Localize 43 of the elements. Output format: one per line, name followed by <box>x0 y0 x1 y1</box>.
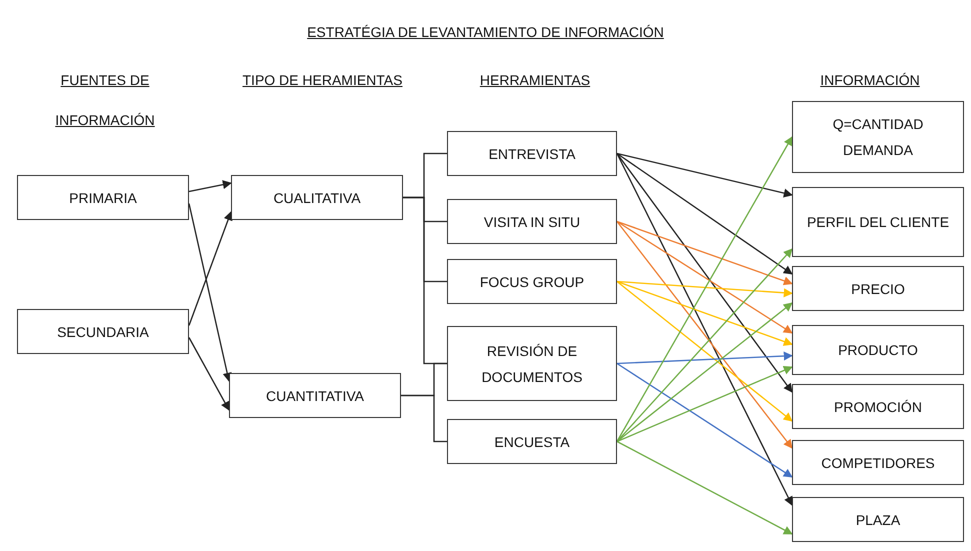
process-box: PROMOCIÓN <box>792 384 964 429</box>
process-box: PRODUCTO <box>792 325 964 375</box>
arrow <box>616 362 793 478</box>
arrow <box>616 153 793 506</box>
arrow <box>188 211 232 326</box>
process-box: ENCUESTA <box>447 419 617 464</box>
arrow <box>616 351 793 364</box>
process-box: FOCUS GROUP <box>447 259 617 304</box>
arrow <box>616 280 793 298</box>
process-box: SECUNDARIA <box>17 309 189 354</box>
process-box: REVISIÓN DE DOCUMENTOS <box>447 326 617 401</box>
column-heading: INFORMACIÓN <box>819 71 921 90</box>
arrow <box>188 337 230 411</box>
process-box: PERFIL DEL CLIENTE <box>792 187 964 257</box>
arrow <box>616 302 793 442</box>
arrow <box>616 281 793 422</box>
arrow <box>616 220 793 286</box>
process-box: PRIMARIA <box>17 175 189 220</box>
process-box: COMPETIDORES <box>792 440 964 485</box>
process-box: CUALITATIVA <box>231 175 403 220</box>
arrow <box>616 221 793 449</box>
arrow <box>616 440 793 535</box>
arrow <box>616 152 793 198</box>
arrow <box>616 152 793 275</box>
arrow <box>616 366 793 442</box>
diagram-title: ESTRATÉGIA DE LEVANTAMIENTO DE INFORMACIÓN <box>306 24 665 40</box>
process-box: PLAZA <box>792 497 964 542</box>
process-box: ENTREVISTA <box>447 131 617 176</box>
process-box: VISITA IN SITU <box>447 199 617 244</box>
connector-line <box>401 394 447 442</box>
column-heading: TIPO DE HERAMIENTAS <box>242 71 404 90</box>
arrow <box>188 180 232 192</box>
arrow <box>616 153 793 393</box>
arrow <box>616 136 793 442</box>
arrow <box>616 248 793 442</box>
column-heading: FUENTES DE INFORMACIÓN <box>54 71 156 130</box>
process-box: PRECIO <box>792 266 964 311</box>
column-heading: HERRAMIENTAS <box>478 71 592 90</box>
process-box: CUANTITATIVA <box>229 373 401 418</box>
arrow <box>188 203 232 382</box>
arrow <box>616 280 793 346</box>
arrow <box>616 220 793 334</box>
process-box: Q=CANTIDAD DEMANDA <box>792 101 964 173</box>
